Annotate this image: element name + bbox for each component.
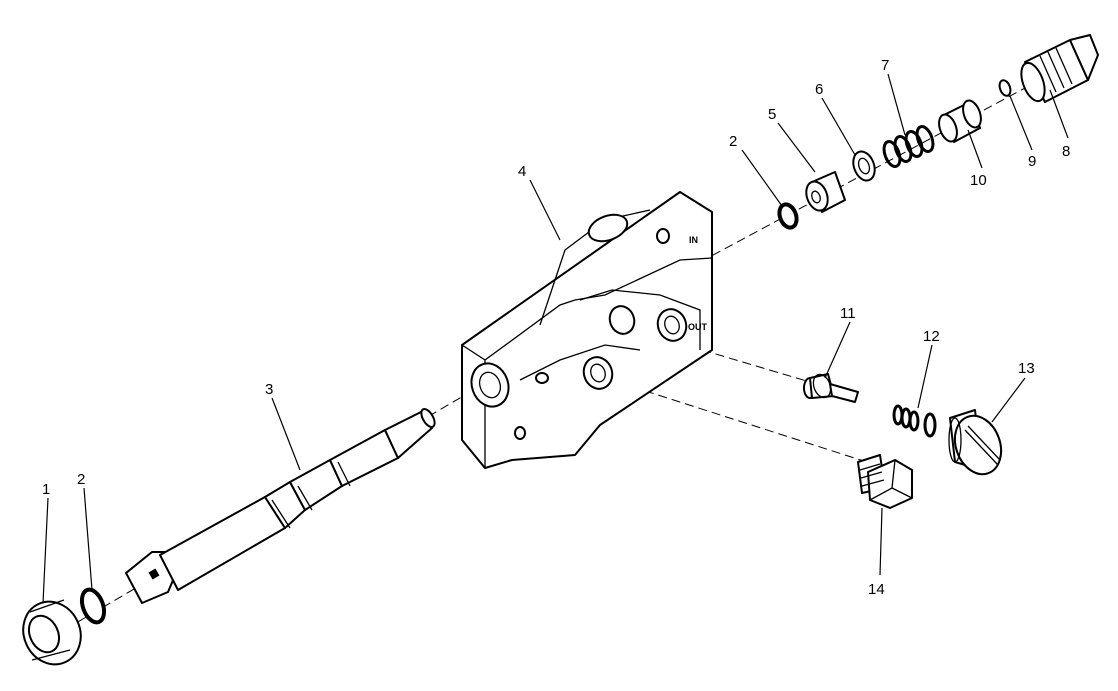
callout-13: 13 [1018, 360, 1035, 377]
callout-8: 8 [1062, 143, 1070, 160]
part-14-hex-plug [857, 454, 913, 509]
callout-7: 7 [881, 57, 889, 74]
callout-3: 3 [265, 381, 273, 398]
callout-14: 14 [868, 581, 885, 598]
part-1-seal-washer [22, 599, 82, 666]
part-8-adjusting-plug [1020, 34, 1099, 103]
callout-2-lower: 2 [77, 471, 85, 488]
part-11-poppet [803, 373, 859, 403]
part-6-washer [852, 150, 876, 182]
part-10-sleeve [938, 99, 982, 143]
part-4-valve-housing: IN OUT [461, 191, 713, 469]
callout-4: 4 [518, 163, 526, 180]
callout-1: 1 [42, 481, 50, 498]
axis-relief-valve [699, 79, 1041, 263]
callout-9: 9 [1028, 153, 1036, 170]
part-2-o-ring-upper [777, 202, 799, 230]
part-7-spring [882, 125, 935, 168]
callout-12: 12 [923, 328, 940, 345]
part-9-small-ring [998, 79, 1012, 97]
part-5-valve-seat [805, 171, 846, 213]
housing-stamp-out: OUT [688, 322, 708, 332]
callout-labels: 1 2 3 4 2 5 6 7 10 9 8 11 12 13 14 [42, 57, 1070, 598]
housing-stamp-in: IN [689, 235, 698, 245]
callout-11: 11 [840, 305, 856, 322]
part-13-slotted-plug [948, 409, 1003, 476]
callout-6: 6 [815, 81, 823, 98]
part-2-o-ring-lower [79, 587, 107, 625]
callout-5: 5 [768, 106, 776, 123]
part-3-valve-spool [125, 407, 436, 604]
part-12-spring [892, 404, 937, 438]
callout-2-upper: 2 [729, 133, 737, 150]
callout-10: 10 [970, 172, 987, 189]
leader-lines [42, 73, 1069, 604]
